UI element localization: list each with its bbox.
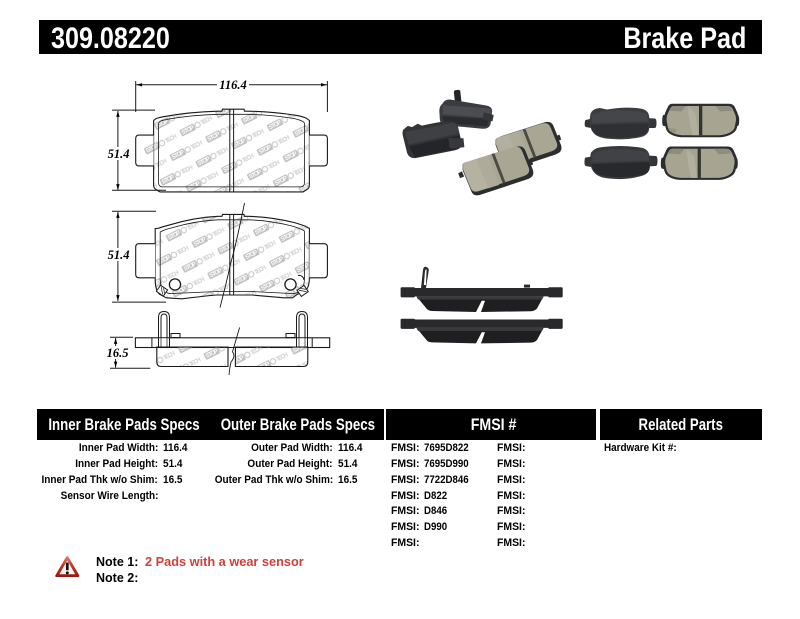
svg-text:116.4: 116.4 — [219, 78, 246, 92]
svg-text:16.5: 16.5 — [107, 346, 129, 360]
svg-text:51.4: 51.4 — [108, 248, 130, 262]
svg-text:51.4: 51.4 — [108, 147, 130, 161]
